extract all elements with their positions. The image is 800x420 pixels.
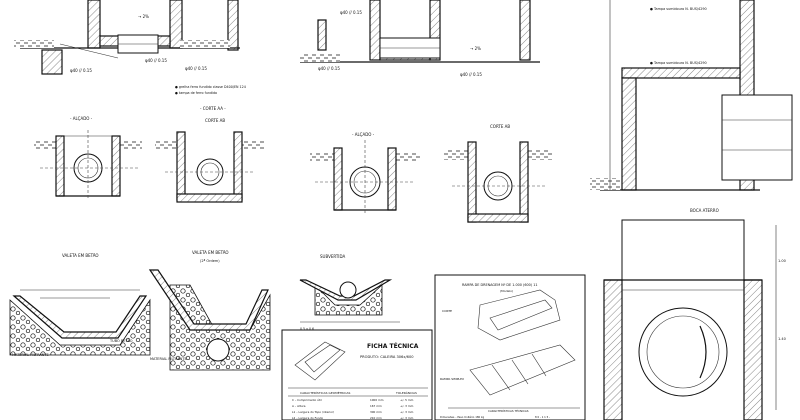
top-middle-detail: → 2% φ40 // 0.15 φ40 // 0.15 φ40 // 0.15 [300, 0, 540, 77]
valeta-2-title: VALETA EM BETÃO [192, 250, 229, 255]
svg-text:L2 – Largura do Fundo: L2 – Largura do Fundo [292, 416, 323, 420]
boca-aterro-title: BOCA ATERRO [690, 208, 719, 213]
svg-text:+/- 5 mm: +/- 5 mm [400, 398, 414, 402]
ficha-row: C – Comprimento útil 1000 mm +/- 5 mm [292, 398, 414, 402]
boca-aterro-drawing: 1.00 1.40 [603, 219, 786, 420]
rampa-title: RAMPA DE DRENAGEM Nº DE 1.000 (600) 11 [462, 283, 538, 287]
alcado-2: - ALÇADO - [310, 132, 420, 215]
svg-text:+/- 3 mm: +/- 3 mm [400, 416, 414, 420]
valeta-1: VALETA EM BETÃO MATERIAL FILTRANTE TUBO … [9, 253, 151, 357]
dim-label: φ40 // 0.15 [340, 10, 362, 15]
note-1: ● grelha ferro fundido classe D400/EN 12… [175, 85, 246, 89]
valeta-2-sub: (2ª Ordem) [200, 259, 220, 263]
dim-label: 0.5 x 0.6 [300, 327, 314, 331]
rampa-simplex: RAMPA SIMPLEX [440, 377, 464, 381]
dim-label: φ40 // 0.15 [185, 66, 207, 71]
corte-ab-1-title: CORTE AB [205, 118, 225, 123]
ficha-row: A – Altura 167 mm +/- 3 mm [292, 404, 414, 408]
dim-label: 1.00 [778, 259, 786, 263]
top-right-section: ● Tampa sumidouro N. BUS/4290 ● Tampa su… [590, 0, 793, 213]
slope-label: → 2% [138, 14, 149, 19]
alcado-1-title: - ALÇADO - [70, 116, 93, 121]
corte-aa-title: - CORTE AA - [200, 106, 226, 111]
ficha-row: L2 – Largura do Fundo 210 mm +/- 3 mm [292, 416, 414, 420]
tecnicas-val: 8 0 - 1 1 5 - [535, 415, 550, 419]
dim-label: 1.40 [778, 337, 786, 341]
note-3: ● Tampa sumidouro N. BUS/4290 [650, 61, 707, 65]
svg-text:210 mm: 210 mm [370, 416, 382, 420]
ficha-title: FICHA TÉCNICA [367, 342, 419, 350]
sarjeta: SUBVERTIDA 0.5 x 0.6 [299, 254, 400, 331]
dim-label: φ40 // 0.15 [318, 66, 340, 71]
corte-ab-2: CORTE AB [444, 124, 552, 223]
note-3b: ● Tampa sumidouro N. BUS/4290 [650, 7, 707, 11]
sarjeta-title: SUBVERTIDA [320, 254, 345, 259]
top-left-detail: → 2% φ40 // 0.15 φ40 // 0.15 φ40 // 0.15… [14, 0, 246, 111]
valeta-2: VALETA EM BETÃO (2ª Ordem) MATERIAL FILT… [148, 250, 271, 371]
dim-label: φ40 // 0.15 [70, 68, 92, 73]
corte-ab-1: CORTE AB [155, 118, 264, 203]
corte-mark: CORTE [442, 309, 452, 313]
note-2: ● tampa de ferro fundido [175, 91, 217, 95]
svg-text:+/- 3 mm: +/- 3 mm [400, 404, 414, 408]
material-filtrante-2: MATERIAL FILTRANTE [150, 357, 187, 361]
svg-text:C – Comprimento útil: C – Comprimento útil [292, 398, 322, 402]
svg-text:L1 – Largura do Topo (interior: L1 – Largura do Topo (interior) [292, 410, 334, 414]
svg-text:300 mm: 300 mm [370, 410, 382, 414]
svg-text:A – Altura: A – Altura [292, 404, 306, 408]
svg-text:1000 mm: 1000 mm [370, 398, 384, 402]
rampa-sub: (Modelo) [500, 289, 513, 293]
svg-text:+/- 3 mm: +/- 3 mm [400, 410, 414, 414]
alcado-1: - ALÇADO - [34, 116, 142, 200]
svg-text:167 mm: 167 mm [370, 404, 382, 408]
tubo-label: TUBO BETÃO [109, 338, 133, 343]
material-filtrante-1: MATERIAL FILTRANTE [12, 353, 49, 357]
slope-label: → 2% [470, 46, 481, 51]
tecnicas-header: CARACTERÍSTICAS TÉCNICAS [488, 408, 529, 413]
tecnicas-row: Dimensões – Peso Unitário 180 kg [440, 415, 484, 419]
ficha-produto: PRODUTO: CALEIRA 306x/600 [360, 355, 414, 359]
corte-ab-2-title: CORTE AB [490, 124, 510, 129]
dim-label: φ40 // 0.15 [145, 58, 167, 63]
ficha-row: L1 – Largura do Topo (interior) 300 mm +… [292, 410, 414, 414]
alcado-2-title: - ALÇADO - [352, 132, 375, 137]
rampa-drenagem: RAMPA DE DRENAGEM Nº DE 1.000 (600) 11 (… [434, 274, 586, 420]
ficha-header-2: TOLERÂNCIAS [395, 390, 417, 395]
valeta-1-title: VALETA EM BETÃO [62, 253, 99, 258]
ficha-header-1: CARACTERÍSTICAS GEOMÉTRICAS [300, 390, 351, 395]
dim-label: φ40 // 0.15 [460, 72, 482, 77]
ficha-tecnica: FICHA TÉCNICA PRODUTO: CALEIRA 306x/600 … [281, 329, 433, 420]
